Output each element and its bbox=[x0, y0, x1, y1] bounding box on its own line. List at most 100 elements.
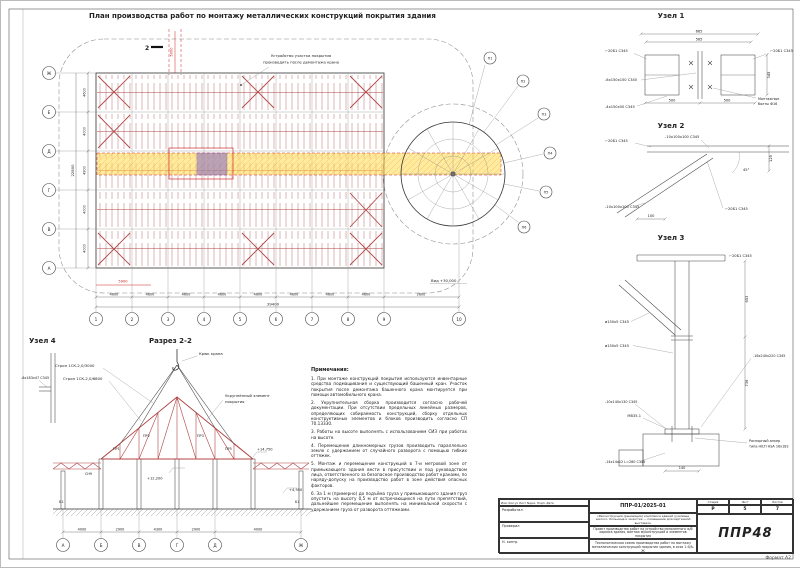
element-label1: Укрупнённый элемент bbox=[225, 393, 271, 398]
axis-label: Г bbox=[48, 188, 51, 193]
dim-left: 4900 bbox=[83, 166, 87, 175]
annotation-line2: производить после демонтажа крана bbox=[263, 60, 339, 65]
dim-bottom: 4600 bbox=[326, 293, 335, 297]
axis-label: Ж bbox=[47, 71, 52, 76]
member-tag: ПР5 bbox=[225, 447, 232, 451]
axis-label: В bbox=[48, 227, 51, 232]
hook-label: Крюк крана bbox=[199, 351, 223, 356]
node2-plate-bottom-label: -10х100х100 С345 bbox=[605, 205, 639, 209]
section-dim: 4000 bbox=[78, 528, 87, 532]
notes-title: Примечания: bbox=[311, 367, 349, 373]
crane-outline bbox=[168, 147, 234, 180]
notes-block: Примечания: 1. При монтаже конструкций п… bbox=[311, 367, 467, 515]
note-item: 3. Работы на высоте выполнять с использо… bbox=[311, 429, 467, 440]
dim-left-total: 22800 bbox=[70, 164, 75, 177]
node2-dim-125: 125 bbox=[769, 155, 773, 162]
stage-value: Р bbox=[697, 505, 729, 514]
section-mark-label: 2 bbox=[145, 45, 149, 52]
node4-detail: Узел 4 -6х183х47 С345 bbox=[21, 337, 56, 423]
plan-annotation: Устройство участка покрытия производить … bbox=[240, 53, 339, 86]
note-item: 6. За 1 м (примерно) до подъёма груза у … bbox=[311, 490, 467, 512]
node3-anchor-label2: типа HILTI HSA 16х182 bbox=[749, 445, 789, 449]
member-tag: ПР3 bbox=[197, 434, 204, 438]
member-tag: Б1 bbox=[295, 500, 299, 504]
section-dim: 2900 bbox=[116, 528, 125, 532]
axis-label: Д bbox=[47, 149, 51, 154]
dim-bottom: 2600 bbox=[417, 293, 426, 297]
roof-bracing bbox=[97, 75, 383, 266]
plan-view: 5000 5000 П bbox=[42, 29, 557, 326]
node2-dim-100: 100 bbox=[648, 214, 656, 218]
section-dim: 4000 bbox=[254, 528, 263, 532]
dim-bottom: 4600 bbox=[218, 293, 227, 297]
sling2-label: Строп 1СК-2,0/6800 bbox=[63, 376, 103, 381]
section-title: Разрез 2-2 bbox=[149, 337, 192, 345]
dim-bottom: 4600 bbox=[290, 293, 299, 297]
node3-title: Узел 3 bbox=[658, 234, 685, 242]
plan-axes-left: Ж Е Д Г В А 4600 4000 4900 4000 4000 228… bbox=[42, 66, 96, 275]
sling1-label: Строп 1СК-2,0/3000 bbox=[55, 363, 95, 368]
node2-title: Узел 2 bbox=[658, 122, 685, 130]
section-view: Разрез 2-2 Кр bbox=[52, 337, 311, 552]
axis-label: В bbox=[138, 543, 141, 548]
node3-plate-right-label: -16х240х220 С345 bbox=[753, 354, 785, 358]
node3-dim-736: 736 bbox=[745, 379, 749, 387]
sheet-value: 5 bbox=[729, 505, 761, 514]
doc-number: ППР-01/2025-01 bbox=[589, 499, 697, 513]
company-logo: ППР48 bbox=[697, 514, 794, 554]
axis-label: Е bbox=[48, 110, 51, 115]
node3-foundation bbox=[642, 433, 720, 467]
axis-label: 2 bbox=[131, 317, 134, 322]
format-label: Формат А2 bbox=[765, 556, 791, 561]
axis-label: А bbox=[48, 266, 51, 271]
axis-label: 7 bbox=[311, 317, 314, 322]
node1-beam-left-label: ⌐20Б1 С345 bbox=[605, 49, 628, 53]
member-tag: ПР1 bbox=[113, 447, 120, 451]
node1-dim-565: 565 bbox=[696, 38, 703, 42]
view-mark: Вид +30,000 bbox=[430, 278, 467, 284]
sheet-name: Технологическая схема производства работ… bbox=[589, 539, 697, 554]
project-name: «Реконструкция (реновация) комплекса зда… bbox=[589, 513, 697, 526]
dim-left: 4000 bbox=[83, 127, 87, 136]
dim-bottom-total: 39400 bbox=[267, 302, 280, 307]
section-dims: 4000 2900 4300 2900 4000 А Б В Г Д Ж bbox=[56, 509, 308, 552]
axis-label: Г bbox=[176, 543, 179, 548]
node1-dim-500a: 500 bbox=[669, 99, 677, 103]
section-dim: 2900 bbox=[192, 528, 201, 532]
round-roof bbox=[400, 121, 506, 227]
node3-detail: Узел 3 ⌐20Б1 С345 ø150х5 С345 ø150х5 С34… bbox=[605, 234, 789, 473]
section-wing-trusses bbox=[52, 462, 310, 470]
axis-label: 1 bbox=[95, 317, 98, 322]
node2-angle-label: 45° bbox=[743, 168, 750, 172]
section-cut-mark: 2 bbox=[145, 45, 163, 52]
note-item: 4. Перемещение длинномерных грузов произ… bbox=[311, 442, 467, 459]
dim-bottom: 4600 bbox=[254, 293, 263, 297]
titleblock-role-normcontrol: Н. контр. bbox=[499, 538, 589, 554]
node4-title: Узел 4 bbox=[29, 337, 56, 345]
elev-mid-label: +12,200 bbox=[147, 477, 163, 481]
dim-bottom: 4600 bbox=[362, 293, 371, 297]
node3-dim-653: 653 bbox=[745, 296, 749, 303]
crane-dim-vertical: 5000 bbox=[170, 47, 174, 57]
section-gable-truss bbox=[100, 396, 254, 461]
node1-dim-345: 345 bbox=[767, 72, 771, 79]
dim-left: 4000 bbox=[83, 244, 87, 253]
node1-plate-mid-label: -6х150х150 С345 bbox=[605, 78, 637, 82]
section-dim: 4300 bbox=[154, 528, 163, 532]
axis-label: А bbox=[62, 543, 65, 548]
node2-plate-top-label: -10х100х100 С345 bbox=[665, 135, 699, 139]
titleblock-role-developer: Разработал bbox=[499, 506, 589, 522]
title-block: Изм. Кол.уч Лист №док. Подп. Дата Разраб… bbox=[498, 498, 794, 554]
dim-bottom: 4600 bbox=[146, 293, 155, 297]
point-label: П3 bbox=[542, 113, 547, 117]
node2-beam-top-label: ⌐20Б1 С345 bbox=[605, 139, 628, 143]
elev-ridge-label: +14,750 bbox=[257, 448, 273, 452]
point-label: П6 bbox=[522, 226, 527, 230]
doc-description: Проект производства работ на устройство … bbox=[589, 526, 697, 539]
point-label: П4 bbox=[548, 152, 553, 156]
dim-bottom: 4600 bbox=[182, 293, 191, 297]
axis-label: 5 bbox=[239, 317, 242, 322]
node2-detail: Узел 2 45° 125 100 ⌐20Б1 С345 -10х100х10… bbox=[605, 122, 789, 221]
note-item: 5. Монтаж и перемещение конструкций в 7-… bbox=[311, 461, 467, 488]
